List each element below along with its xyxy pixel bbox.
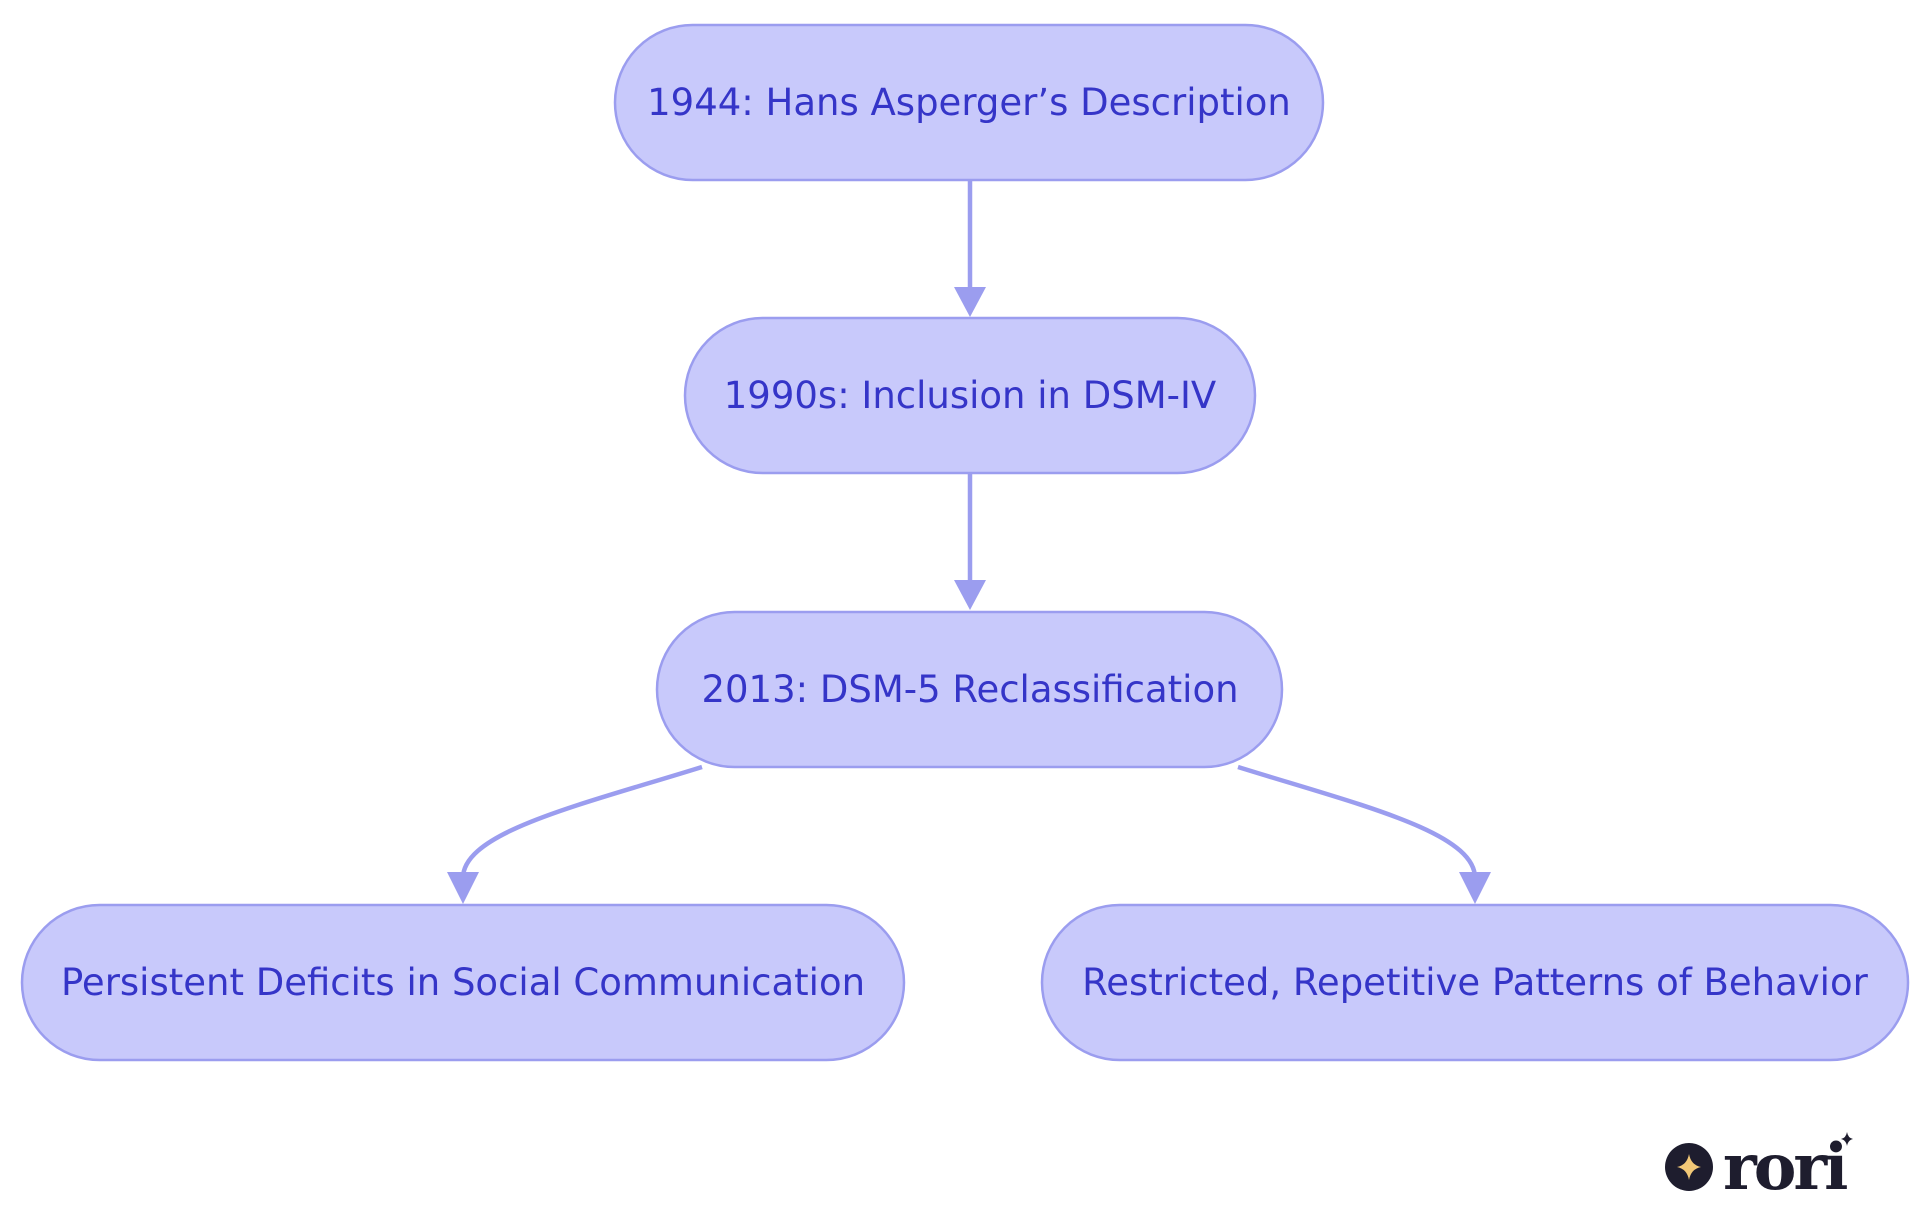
node-1990s-label: 1990s: Inclusion in DSM-IV <box>724 374 1216 417</box>
edge-2013-to-social <box>460 764 703 879</box>
node-social: Persistent Deficits in Social Communicat… <box>20 903 906 1062</box>
arrowhead-2013 <box>954 580 986 610</box>
node-behavior: Restricted, Repetitive Patterns of Behav… <box>1040 903 1910 1062</box>
node-behavior-box <box>1040 903 1910 1062</box>
node-1990s: 1990s: Inclusion in DSM-IV <box>683 316 1257 475</box>
sparkle-icon <box>1677 1154 1701 1180</box>
node-1944: 1944: Hans Asperger’s Description <box>613 23 1325 182</box>
logo-wordmark: rori <box>1723 1130 1847 1193</box>
node-social-box <box>20 903 906 1062</box>
node-2013-box <box>655 610 1284 769</box>
node-1944-label: 1944: Hans Asperger’s Description <box>647 81 1291 124</box>
arrowhead-behavior <box>1459 872 1491 904</box>
node-2013: 2013: DSM-5 Reclassification <box>655 610 1284 769</box>
node-behavior-label: Restricted, Repetitive Patterns of Behav… <box>1082 961 1868 1004</box>
arrowhead-1990s <box>954 287 986 317</box>
node-2013-label: 2013: DSM-5 Reclassification <box>701 668 1238 711</box>
node-1944-box <box>613 23 1325 182</box>
arrowhead-social <box>447 872 479 904</box>
edges <box>447 180 1491 904</box>
rori-logo: rori <box>1665 1130 1853 1193</box>
node-social-label: Persistent Deficits in Social Communicat… <box>61 961 865 1004</box>
node-1990s-box <box>683 316 1257 475</box>
logo-star-icon <box>1841 1132 1853 1146</box>
edge-2013-to-behavior <box>1237 764 1478 879</box>
